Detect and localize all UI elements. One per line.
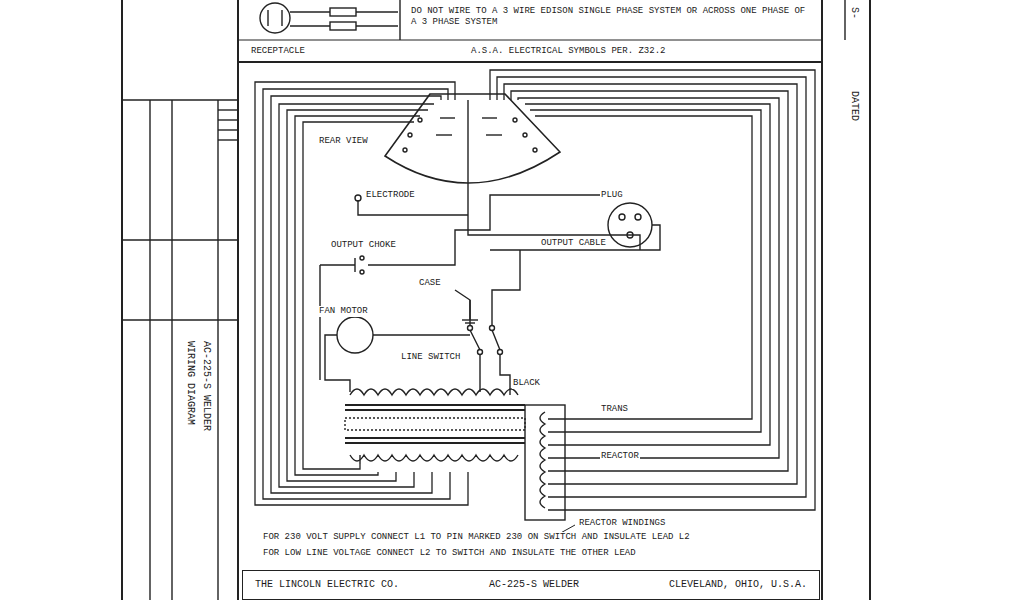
date-label: DATED [849,90,860,122]
plug-label: PLUG [600,190,624,201]
wire-color-label: BLACK [512,378,541,389]
company-name: THE LINCOLN ELECTRIC CO. [255,579,399,591]
title-block: THE LINCOLN ELECTRIC CO. AC-225-S WELDER C… [242,570,820,600]
warning-note: DO NOT WIRE TO A 3 WIRE EDISON SINGLE PH… [410,6,817,28]
motor-label: FAN MOTOR [318,306,369,317]
symbol-label: RECEPTACLE [250,46,306,57]
switch-label: LINE SWITCH [400,352,461,363]
winding-label: REACTOR [600,451,640,462]
cable-label: OUTPUT CABLE [540,238,607,249]
callout-label: REACTOR WINDINGS [578,518,666,529]
winding-label: TRANS [600,404,629,415]
terminal-label: ELECTRODE [365,190,416,201]
choke-label: OUTPUT CHOKE [330,240,397,251]
drawing-title: AC-225-S WELDER [201,340,212,432]
standard-note: A.S.A. ELECTRICAL SYMBOLS PER. Z32.2 [470,46,666,57]
connection-note: FOR LOW LINE VOLTAGE CONNECT L2 TO SWITC… [262,548,637,559]
model-name: AC-225-S WELDER [489,579,579,591]
connection-note: FOR 230 VOLT SUPPLY CONNECT L1 TO PIN MA… [262,532,691,543]
drawing-number: S- [849,6,860,20]
ground-label: CASE [418,278,442,289]
view-label: REAR VIEW [318,136,369,147]
company-address: CLEVELAND, OHIO, U.S.A. [669,579,807,591]
drawing-title: WIRING DIAGRAM [185,340,196,426]
